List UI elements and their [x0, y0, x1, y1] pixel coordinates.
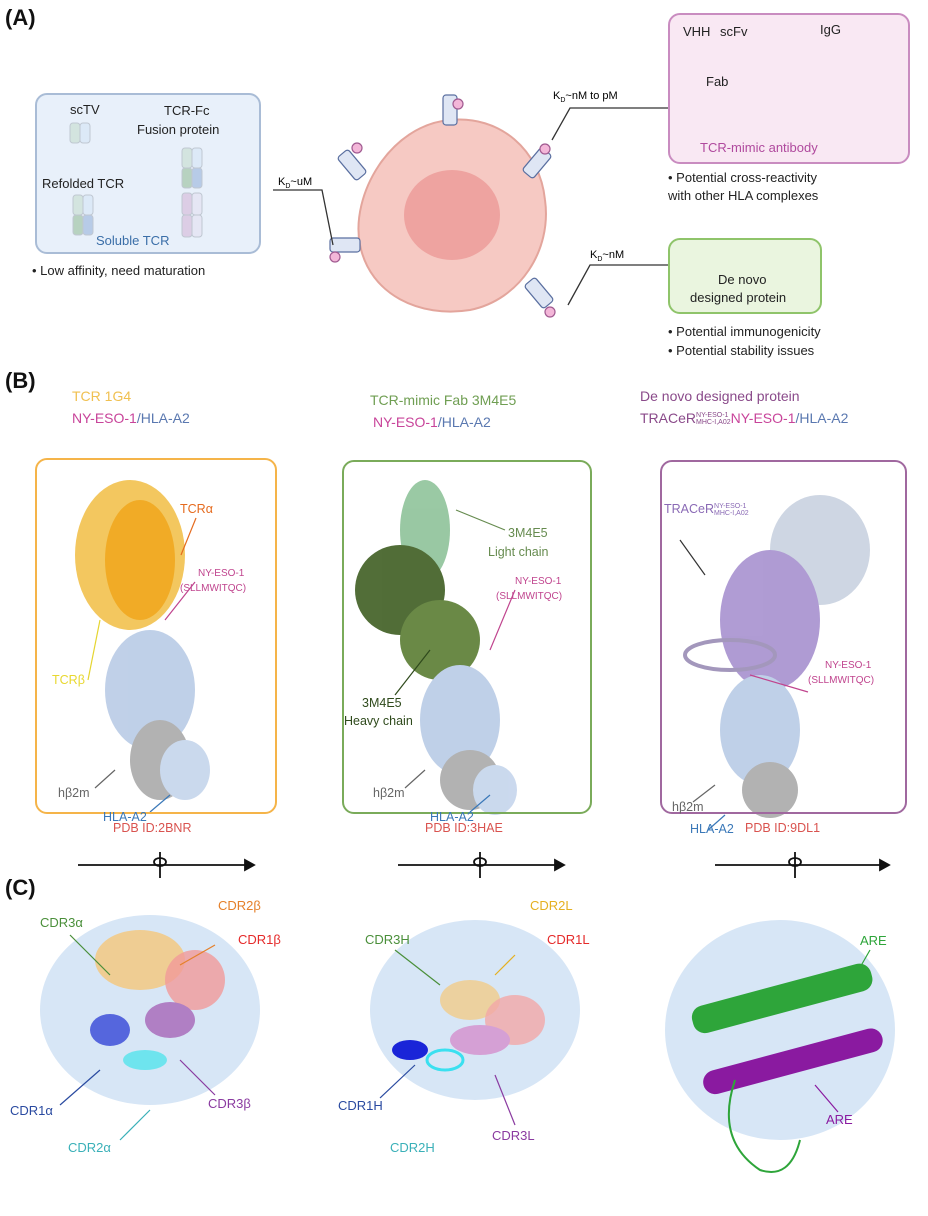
- b2-peptide-label: NY-ESO-1: [515, 576, 562, 587]
- cdr1b-label: CDR1β: [238, 932, 281, 947]
- b3-peptide-label: NY-ESO-1: [825, 660, 872, 671]
- kd-um-label: KD~uM: [278, 176, 313, 191]
- panel-label-c: (C): [5, 875, 36, 900]
- pdb-id-3hae: PDB ID:3HAE: [425, 821, 503, 835]
- vhh-label: VHH: [683, 24, 711, 39]
- sctv-label: scTV: [70, 102, 100, 117]
- de-novo-title-2: designed protein: [690, 290, 787, 305]
- cdr2b-label: CDR2β: [218, 898, 261, 913]
- tcr-mimic-note-2: with other HLA complexes: [668, 188, 819, 203]
- are-label-green: ARE: [860, 933, 887, 948]
- b1-peptide-label: NY-ESO-1: [198, 568, 245, 579]
- pdb-id-9dl1: PDB ID:9DL1: [745, 821, 821, 835]
- b2-subtitle: NY-ESO-1/HLA-A2: [373, 414, 491, 430]
- tcr-beta-label: TCRβ: [52, 673, 85, 687]
- structure-3hae: [355, 480, 517, 815]
- b2-title: TCR-mimic Fab 3M4E5: [370, 392, 517, 408]
- de-novo-note-1: • Potential immunogenicity: [668, 324, 821, 339]
- b3-peptide-seq: (SLLMWITQC): [808, 675, 875, 686]
- cdr1h-label: CDR1H: [338, 1098, 383, 1113]
- surface-c3: [665, 920, 895, 1173]
- b3-b2m-label: hβ2m: [672, 800, 704, 814]
- cdr1a-label: CDR1α: [10, 1103, 53, 1118]
- de-novo-box: [668, 238, 822, 314]
- soluble-tcr-note: • Low affinity, need maturation: [32, 263, 206, 278]
- light-chain-label: Light chain: [488, 545, 549, 559]
- de-novo-note-2: • Potential stability issues: [668, 343, 815, 358]
- connector-lines: [273, 107, 668, 306]
- cdr3b-label: CDR3β: [208, 1096, 251, 1111]
- kd-nm-pm-label: KD~nM to pM: [553, 90, 618, 105]
- heavy-chain-id: 3M4E5: [362, 696, 402, 710]
- panel-label-b: (B): [5, 368, 36, 393]
- surface-c2: [370, 920, 580, 1100]
- b1-hla-label: HLA-A2: [103, 810, 147, 824]
- tcr-alpha-label: TCRα: [180, 502, 213, 516]
- panel-label-a: (A): [5, 5, 36, 30]
- structure-9dl1: [683, 495, 870, 818]
- b3-hla-label: HLA-A2: [690, 822, 734, 836]
- scfv-label: scFv: [720, 24, 748, 39]
- tcr-fc-label: TCR-Fc: [164, 103, 210, 118]
- b1-subtitle: NY-ESO-1/HLA-A2: [72, 410, 190, 426]
- fab-label: Fab: [706, 74, 729, 89]
- cdr3a-label: CDR3α: [40, 915, 83, 930]
- b1-structure-box: [35, 458, 277, 814]
- are-label-purple: ARE: [826, 1112, 853, 1127]
- cdr2a-label: CDR2α: [68, 1140, 111, 1155]
- surface-c1: [40, 915, 260, 1105]
- structure-1g4: [75, 480, 210, 800]
- b2-b2m-label: hβ2m: [373, 786, 405, 800]
- kd-nm-label: KD~nM: [590, 249, 625, 264]
- refolded-tcr-label: Refolded TCR: [42, 176, 125, 191]
- fusion-protein-label: Fusion protein: [137, 122, 220, 137]
- pdb-id-2bnr: PDB ID:2BNR: [113, 821, 192, 835]
- heavy-chain-label: Heavy chain: [344, 714, 413, 728]
- cdr3l-label: CDR3L: [492, 1128, 535, 1143]
- cdr3h-label: CDR3H: [365, 932, 410, 947]
- igg-label: IgG: [820, 22, 841, 37]
- de-novo-title-1: De novo: [718, 272, 767, 287]
- b2-peptide-seq: (SLLMWITQC): [496, 591, 563, 602]
- b3-title: De novo designed protein: [640, 388, 800, 404]
- soluble-tcr-title: Soluble TCR: [96, 233, 170, 248]
- tcr-mimic-note-1: • Potential cross-reactivity: [668, 170, 818, 185]
- cdr2l-label: CDR2L: [530, 898, 573, 913]
- tcr-mimic-box: [668, 13, 910, 164]
- b2-structure-box: [342, 460, 592, 814]
- tcr-mimic-title: TCR-mimic antibody: [700, 140, 818, 155]
- light-chain-id: 3M4E5: [508, 526, 548, 540]
- leader-lines-b: [87, 509, 809, 831]
- b1-b2m-label: hβ2m: [58, 786, 90, 800]
- b3-structure-box: [660, 460, 907, 814]
- b1-peptide-seq: (SLLMWITQC): [180, 583, 247, 594]
- nucleus: [404, 170, 500, 260]
- hla-complexes: [329, 94, 556, 318]
- cell: [357, 118, 547, 313]
- rotation-arrows: [78, 852, 891, 878]
- b1-title: TCR 1G4: [72, 388, 132, 404]
- cdr2h-label: CDR2H: [390, 1140, 435, 1155]
- leader-lines-c: [59, 934, 871, 1141]
- soluble-tcr-box: [35, 93, 261, 254]
- cdr1l-label: CDR1L: [547, 932, 590, 947]
- b2-hla-label: HLA-A2: [430, 810, 474, 824]
